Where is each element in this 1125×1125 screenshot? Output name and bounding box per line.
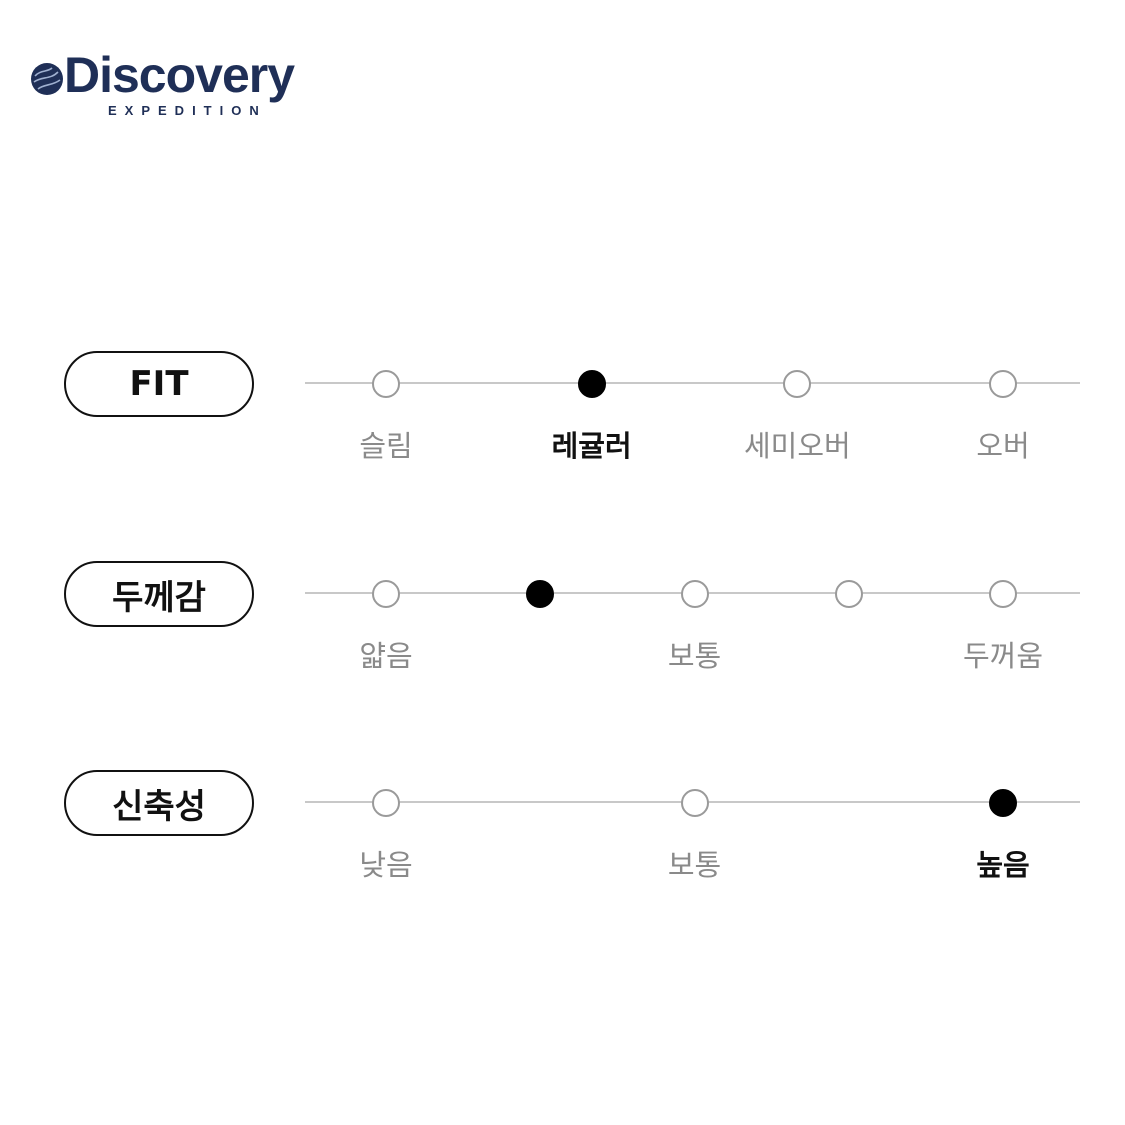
rating-dot[interactable]	[680, 580, 709, 608]
globe-icon	[31, 63, 63, 95]
discovery-expedition-logo: Discovery EXPEDITION	[30, 47, 330, 122]
rating-title-pill: 신축성	[64, 770, 254, 836]
rating-track	[305, 382, 1080, 384]
rating-title-pill: FIT	[64, 351, 254, 417]
rating-title-pill: 두께감	[64, 561, 254, 627]
rating-dot[interactable]	[680, 789, 709, 817]
rating-dot[interactable]	[834, 580, 863, 608]
rating-dot-selected[interactable]	[989, 789, 1017, 817]
rating-label: 슬림	[359, 429, 413, 463]
rating-row: FIT 슬림 레귤러 세미오버 오버	[0, 351, 1125, 491]
logo-subtitle: EXPEDITION	[108, 103, 267, 118]
rating-dot[interactable]	[989, 370, 1017, 398]
rating-label: 레귤러	[551, 429, 632, 463]
rating-label: 얇음	[359, 639, 413, 673]
rating-label: 보통	[667, 639, 722, 673]
logo-wordmark: Discovery	[64, 47, 295, 103]
rating-label: 오버	[976, 429, 1030, 463]
rating-label: 세미오버	[743, 429, 851, 463]
rating-dot[interactable]	[372, 789, 400, 817]
rating-dot[interactable]	[989, 580, 1017, 608]
rating-dot-selected[interactable]	[526, 580, 555, 608]
rating-label: 보통	[667, 848, 722, 882]
rating-label: 두꺼움	[962, 639, 1044, 673]
rating-dot[interactable]	[372, 580, 400, 608]
rating-label: 낮음	[359, 848, 413, 882]
rating-dot[interactable]	[783, 370, 812, 398]
rating-label: 높음	[976, 848, 1030, 882]
rating-dot[interactable]	[372, 370, 400, 398]
rating-dot-selected[interactable]	[577, 370, 606, 398]
